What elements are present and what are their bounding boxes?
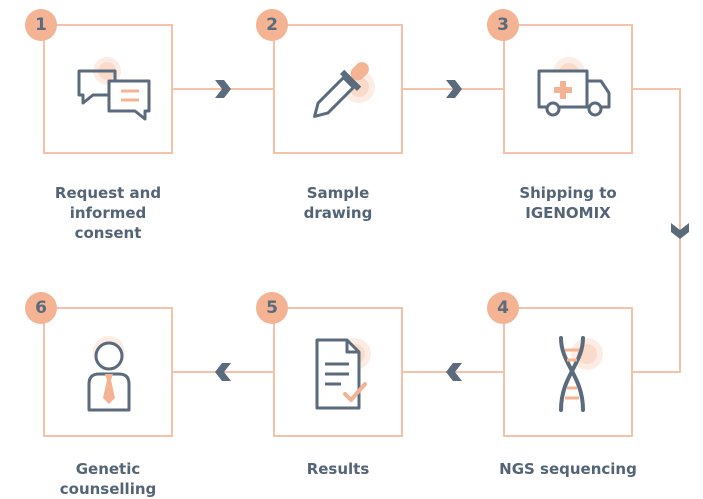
step-3-label: Shipping to IGENOMIX: [519, 184, 617, 222]
step-1-badge: 1: [25, 9, 57, 41]
connector-right-4: [633, 371, 681, 373]
step-5-badge: 5: [256, 292, 288, 324]
step-4-box: [503, 307, 633, 437]
connector-3-right: [633, 88, 681, 90]
chevron-left-icon: [215, 363, 231, 381]
step-2-label: Sample drawing: [303, 184, 373, 222]
ambulance-truck-icon: [537, 57, 611, 117]
pipette-icon: [313, 62, 375, 118]
chevron-right-icon: [215, 80, 231, 98]
step-1-box: [43, 24, 173, 154]
chat-bubbles-icon: [77, 57, 151, 121]
step-3-badge: 3: [487, 9, 519, 41]
step-6-box: [43, 307, 173, 437]
chevron-left-icon: [446, 363, 462, 381]
step-6-badge: 6: [25, 292, 57, 324]
step-4-badge: 4: [487, 292, 519, 324]
person-icon: [87, 336, 131, 412]
step-2-badge: 2: [256, 9, 288, 41]
chevron-right-icon: [446, 80, 462, 98]
step-2-box: [273, 24, 403, 154]
chevron-down-icon: [671, 223, 689, 239]
step-5-box: [273, 307, 403, 437]
dna-icon: [559, 336, 603, 412]
step-6-label: Genetic counselling: [59, 460, 157, 498]
step-4-label: NGS sequencing: [499, 460, 637, 478]
step-3-box: [503, 24, 633, 154]
step-1-label: Request and informed consent: [54, 184, 162, 242]
step-5-label: Results: [306, 460, 370, 478]
report-document-icon: [315, 338, 371, 410]
